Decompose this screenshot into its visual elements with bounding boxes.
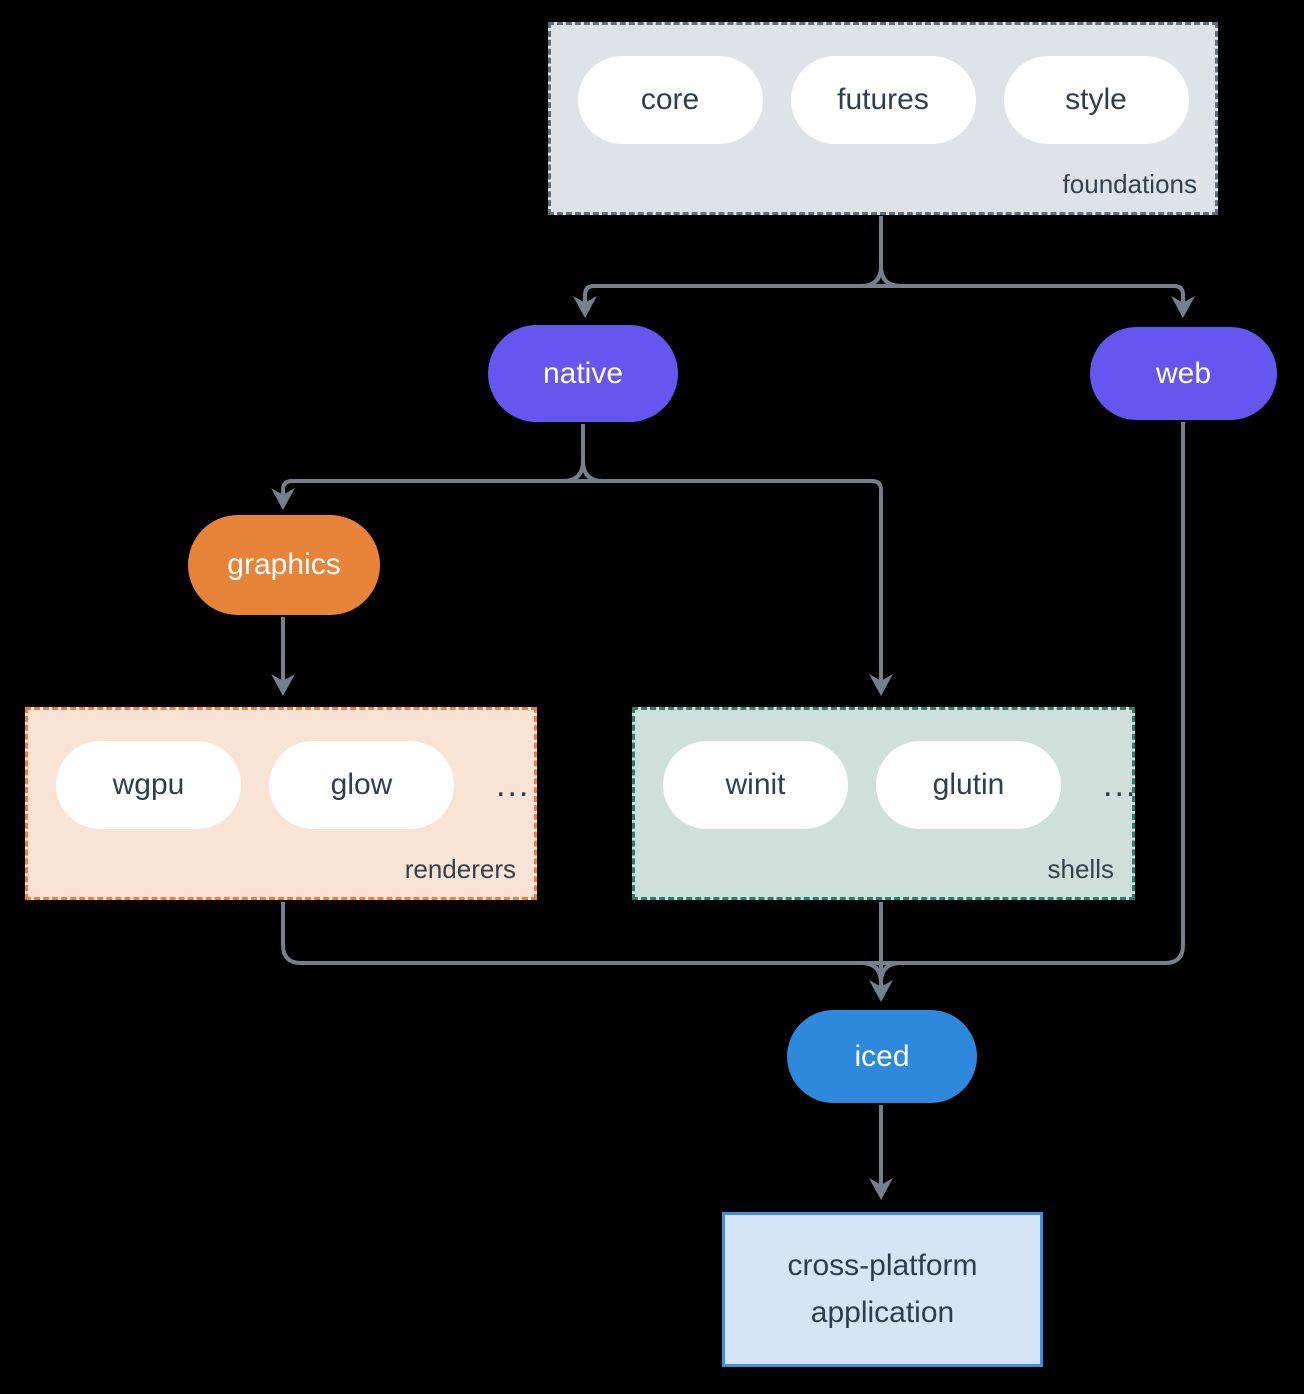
edge-fork-graphics-shells	[271, 479, 893, 696]
edge-fork-native-web	[573, 284, 1195, 318]
iced-node: iced	[787, 1010, 977, 1103]
edge-foundations-flare-right	[879, 265, 902, 288]
foundations-group: core futures style foundations	[548, 22, 1218, 215]
shells-ellipsis: ...	[1103, 765, 1138, 804]
edge-merge-flare-left	[860, 961, 883, 984]
application-label: cross-platform application	[787, 1249, 978, 1329]
pill-futures: futures	[790, 56, 976, 144]
edge-renderers-merge	[281, 902, 881, 965]
pill-glow: glow	[269, 741, 454, 829]
pill-style: style	[1003, 56, 1189, 144]
foundations-label: foundations	[1062, 169, 1197, 199]
graphics-node: graphics	[188, 515, 380, 615]
renderers-group: wgpu glow ... renderers	[25, 707, 537, 900]
native-node: native	[488, 325, 678, 422]
renderers-pill-row: wgpu glow ...	[56, 741, 534, 829]
pill-glutin: glutin	[876, 741, 1061, 829]
pill-core: core	[577, 56, 763, 144]
edge-web-merge	[881, 422, 1185, 965]
edge-native-flare-left	[562, 460, 585, 483]
pill-wgpu: wgpu	[56, 741, 241, 829]
edge-foundations-flare-left	[860, 265, 883, 288]
web-node: web	[1090, 327, 1277, 420]
edge-native-flare-right	[581, 460, 604, 483]
application-box: cross-platform application	[722, 1212, 1043, 1367]
shells-label: shells	[1047, 854, 1114, 884]
shells-group: winit glutin ... shells	[632, 707, 1135, 900]
renderers-label: renderers	[404, 854, 516, 884]
pill-winit: winit	[663, 741, 848, 829]
edge-merge-flare-right	[879, 961, 902, 984]
foundations-pill-row: core futures style	[551, 56, 1215, 144]
shells-pill-row: winit glutin ...	[663, 741, 1135, 829]
renderers-ellipsis: ...	[496, 765, 531, 804]
